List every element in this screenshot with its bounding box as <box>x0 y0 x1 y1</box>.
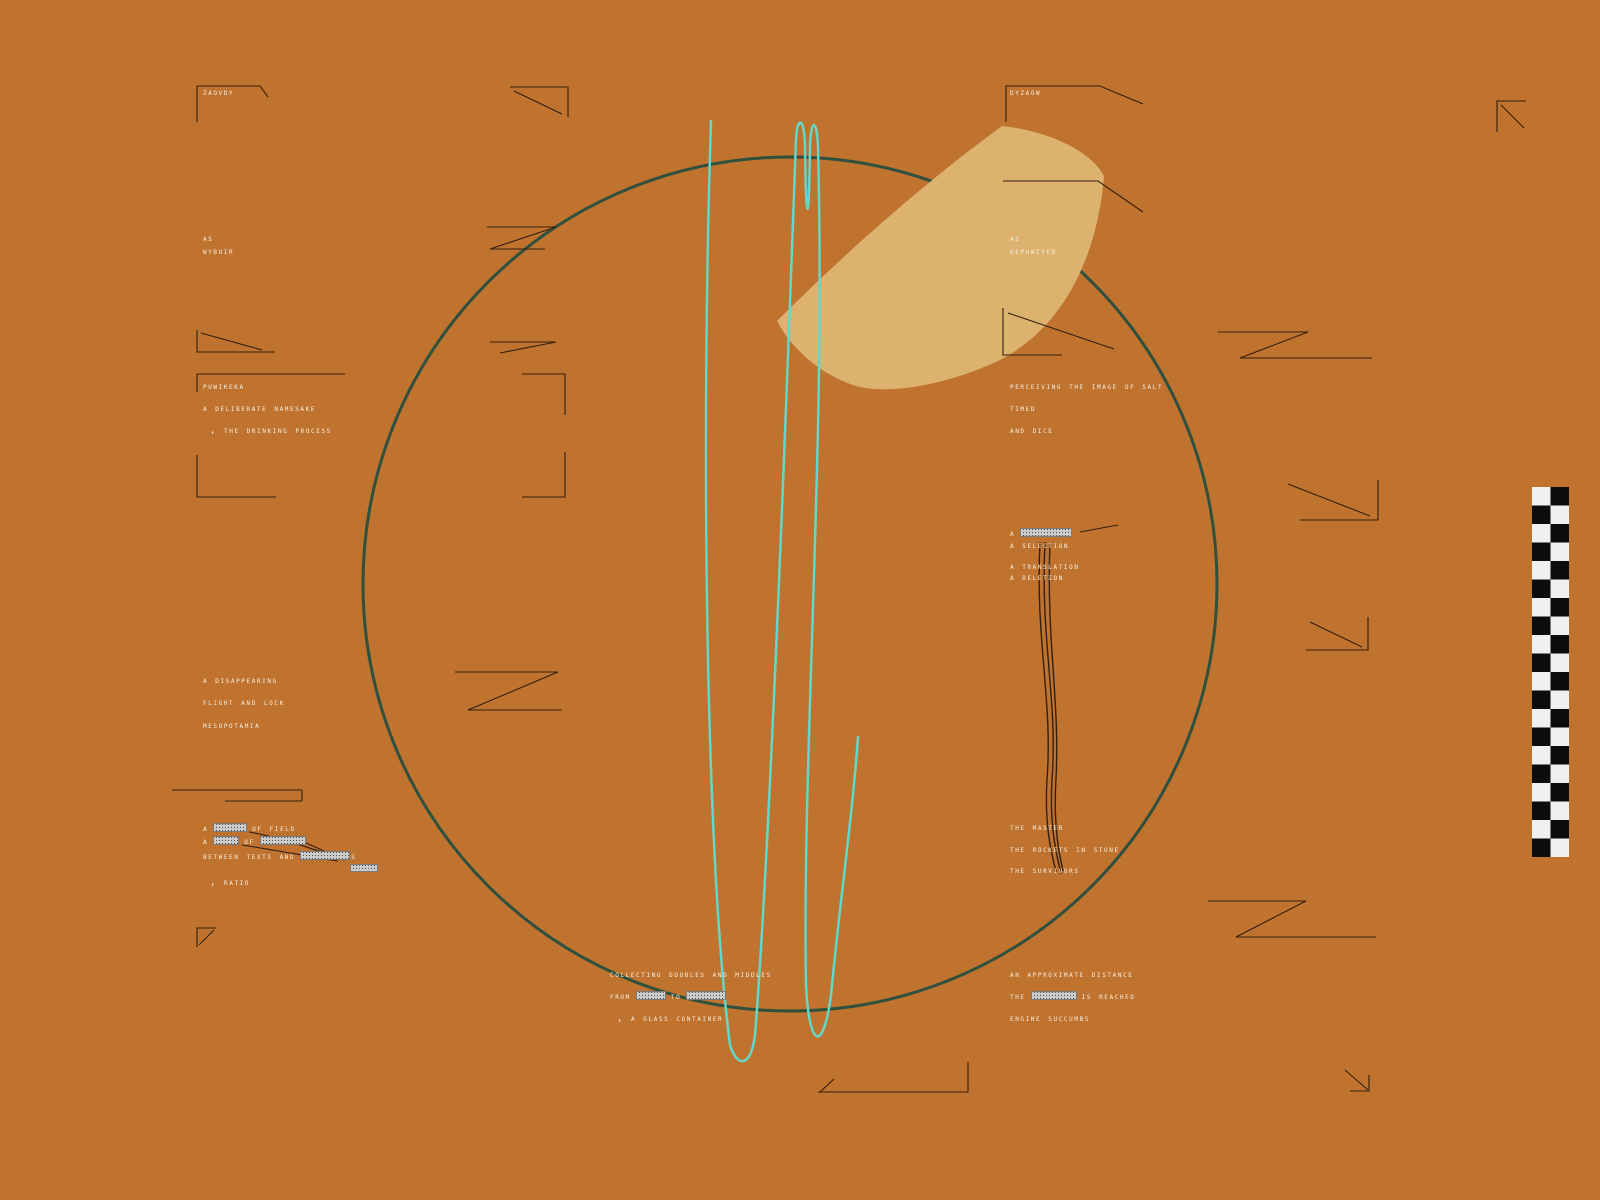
frame-brackets <box>196 85 1526 1093</box>
selection-line-2: a selection <box>1010 541 1070 551</box>
slot-text: of <box>244 837 255 847</box>
misc-lines <box>172 524 1119 802</box>
redacted-slot[interactable] <box>213 823 248 832</box>
slots-line-4: , ratio <box>210 878 251 888</box>
stanza-left-low-2: flight and lock <box>203 698 285 708</box>
label-top-left: zaovdy <box>203 88 235 98</box>
stanza-right-as-2: kepuwiyed <box>1010 247 1057 257</box>
slots-line-1: a of field <box>203 823 296 835</box>
slot-text: the <box>1010 992 1026 1002</box>
circle-outline <box>361 155 1219 1013</box>
label-top-right: dyzaow <box>1010 88 1042 98</box>
redacted-slot-small[interactable] <box>350 864 378 872</box>
stanza-left-low-3: mesopotamia <box>203 721 261 731</box>
slot-text: of field <box>252 824 296 834</box>
stanza-left-as-1: as <box>203 234 214 244</box>
checkerboard-strip <box>1532 487 1569 857</box>
stanza-left-mid-2: a deliberate namesake <box>203 404 317 414</box>
slot-text: a <box>1010 529 1016 539</box>
stanza-bottom-center-3: , a glass container <box>617 1014 724 1024</box>
slot-text: between texts and <box>203 852 296 862</box>
stanza-left-mid-1: puwikeka <box>203 382 245 392</box>
cyan-scribble <box>704 119 860 1063</box>
selection-line-4: a deletion <box>1010 573 1064 583</box>
stanza-left-mid-3: , the drinking process <box>210 426 332 436</box>
stanza-bottom-right-1: an approximate distance <box>1010 970 1134 980</box>
slot-text: a <box>203 824 209 834</box>
stanza-right-mid-1: perceiving the image of salt <box>1010 382 1164 392</box>
slot-text: s <box>351 852 357 862</box>
stanza-left-as-2: wybuir <box>203 247 235 257</box>
redacted-slot[interactable] <box>259 836 306 845</box>
slot-text: from <box>610 992 631 1002</box>
selection-line-3: a translation <box>1010 562 1080 572</box>
slot-text: to <box>670 992 682 1002</box>
stanza-bottom-center-2: from to <box>610 991 731 1003</box>
stanza-bottom-right-2: the is reached <box>1010 991 1136 1003</box>
redacted-slot[interactable] <box>1020 528 1073 537</box>
stanza-right-low-2: the rockets in stone <box>1010 845 1120 855</box>
redacted-slot[interactable] <box>635 991 666 1000</box>
redacted-slot[interactable] <box>1030 991 1077 1000</box>
stanza-bottom-center-1: collecting doubles and middles <box>610 970 772 980</box>
stanza-right-low-3: the survivors <box>1010 866 1080 876</box>
stanza-right-as-1: as <box>1010 234 1021 244</box>
redacted-slot[interactable] <box>300 851 351 860</box>
stanza-bottom-right-3: engine succumbs <box>1010 1014 1090 1024</box>
stanza-right-low-1: the master <box>1010 823 1064 833</box>
zigzag-marks <box>455 180 1376 1092</box>
ink-strands <box>1038 541 1064 875</box>
stanza-left-low-1: a disappearing <box>203 676 278 686</box>
slot-text: a <box>203 837 209 847</box>
slots-line-2: a of <box>203 836 311 848</box>
slots-line-3: between texts and s <box>203 851 356 863</box>
stanza-right-mid-2: timed <box>1010 404 1037 414</box>
redacted-slot[interactable] <box>686 991 727 1000</box>
redacted-slot[interactable] <box>213 836 240 845</box>
selection-line-1: a <box>1010 528 1077 540</box>
tan-blob-shape <box>777 126 1104 390</box>
stanza-right-mid-3: and dice <box>1010 426 1054 436</box>
slot-text: is reached <box>1081 992 1136 1002</box>
